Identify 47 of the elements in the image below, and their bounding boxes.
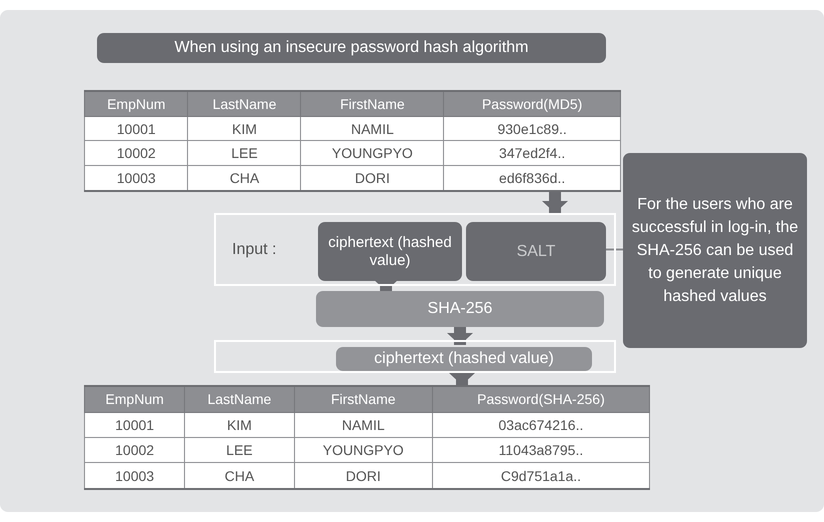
table-cell: LEE [184,437,294,463]
table-cell: CHA [184,462,294,489]
input-label: Input : [232,240,276,260]
table-cell: CHA [188,166,301,191]
block-arrow [373,279,399,291]
data-table [84,385,650,490]
column-header: EmpNum [84,386,185,412]
table-cell: 10003 [84,166,188,191]
column-header: Password(SHA-256) [432,386,650,412]
table-cell: C9d751a1a.. [432,462,650,489]
table-cell: YOUNGPYO [294,437,432,463]
block-arrow [447,327,473,345]
table-cell: 930e1c89.. [444,116,620,141]
table-cell: NAMIL [294,412,432,438]
column-header: Password(MD5) [444,91,620,116]
column-header: FirstName [300,91,444,116]
block-arrow [542,192,568,213]
output-frame [214,340,616,373]
table-cell: DORI [294,462,432,489]
input-frame [214,213,616,286]
table-cell: KIM [184,412,294,438]
table-cell: 10002 [84,437,185,463]
table-cell: LEE [188,140,301,166]
table-cell: 03ac674216.. [432,412,650,438]
column-header: LastName [184,386,294,412]
table-cell: 11043a8795.. [432,437,650,463]
table-cell: NAMIL [300,116,444,141]
table-cell: 347ed2f4.. [444,140,620,166]
hash-function-bar: SHA-256 [316,291,604,327]
salt-box: SALT [466,222,606,281]
connector-line [604,248,623,250]
table-cell: DORI [300,166,444,191]
column-header: FirstName [294,386,432,412]
table-cell: YOUNGPYO [300,140,444,166]
table-cell: 10003 [84,462,185,489]
table-cell: ed6f836d.. [444,166,620,191]
data-table [84,90,621,192]
table-cell: KIM [188,116,301,141]
note-box: For the users who are successful in log-in, the SHA-256 can be used to generate unique hashed values [623,153,807,348]
table-cell: 10001 [84,116,188,141]
output-box: ciphertext (hashed value) [336,347,592,371]
column-header: LastName [188,91,301,116]
input-box: ciphertext (hashed value) [318,222,462,281]
table-cell: 10002 [84,140,188,166]
column-header: EmpNum [84,91,188,116]
table-cell: 10001 [84,412,185,438]
title-bar: When using an insecure password hash algorithm [97,33,606,63]
